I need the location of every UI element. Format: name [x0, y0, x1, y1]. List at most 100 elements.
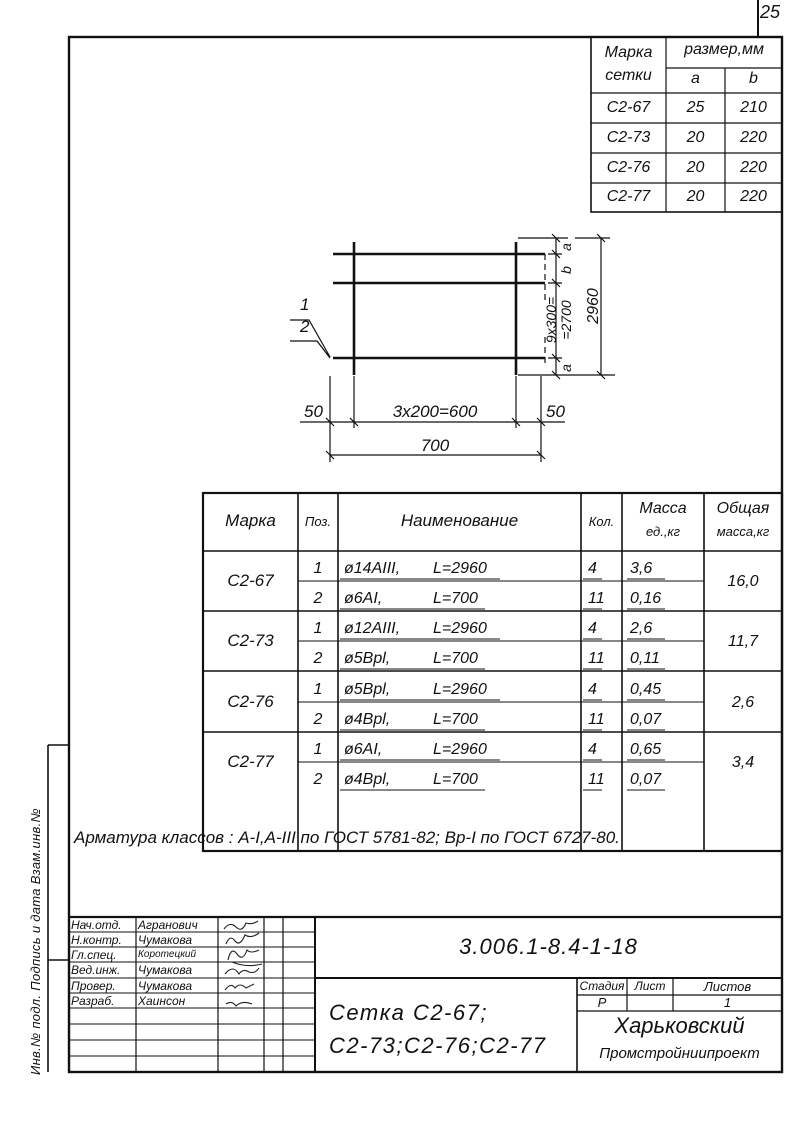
leader-lines — [290, 319, 331, 359]
signature-name: Коротецкий — [138, 949, 197, 960]
size-row-mark: С2-67 — [606, 99, 651, 116]
spec-row-length: L=700 — [433, 711, 478, 728]
spec-row-length: L=2960 — [433, 560, 487, 577]
size-row-b: 220 — [740, 159, 767, 176]
spec-row-qty: 11 — [588, 650, 605, 667]
signature-role: Разраб. — [71, 994, 115, 1008]
spec-header-mass: Масса — [639, 500, 687, 517]
spec-table-lines — [201, 491, 784, 853]
spec-row-name: ø6AI, — [344, 741, 383, 758]
spec-row-name: ø4Bpl, — [344, 771, 391, 788]
spec-row-length: L=700 — [433, 650, 478, 667]
spec-header-mass-unit: ед.,кг — [645, 524, 681, 539]
spec-row-mass: 0,07 — [630, 711, 662, 728]
size-table-header-mark2: сетки — [605, 67, 652, 84]
spec-row-mass: 0,11 — [630, 650, 660, 667]
spec-row-name: ø14AIII, — [344, 560, 401, 577]
organization-name: Харьковский — [614, 1013, 745, 1038]
signature-role: Провер. — [71, 979, 116, 993]
signature-role: Вед.инж. — [71, 963, 121, 977]
signature-name: Хаинсон — [138, 994, 186, 1008]
bar-horizontal — [333, 252, 545, 360]
spec-row-qty: 11 — [588, 711, 605, 728]
spec-header-total: Общая — [716, 500, 770, 517]
spec-group-total: 16,0 — [727, 573, 759, 590]
stage-value: Р — [597, 995, 607, 1010]
size-row-a: 20 — [686, 188, 705, 205]
spec-row-mass: 0,16 — [630, 590, 662, 607]
spec-group-mark: С2-67 — [227, 571, 274, 590]
spec-row-pos: 1 — [313, 741, 323, 758]
spec-row-pos: 2 — [313, 590, 323, 607]
size-table-header-b: b — [749, 70, 758, 87]
signature-name: Чумакова — [138, 979, 192, 993]
organization-name-line-2: Промстройниипроект — [599, 1045, 760, 1062]
spec-row-qty: 4 — [588, 741, 597, 758]
spec-header-total-unit: масса,кг — [716, 524, 770, 539]
spec-header-name: Наименование — [400, 511, 519, 530]
document-code: 3.006.1-8.4-1-18 — [459, 934, 638, 959]
size-row-mark: С2-77 — [606, 188, 651, 205]
reinforcement-note: Арматура классов : A-I,A-III по ГОСТ 578… — [74, 828, 620, 847]
spec-group-total: 11,7 — [728, 633, 758, 650]
spec-row-qty: 4 — [588, 560, 597, 577]
size-row-b: 210 — [740, 99, 767, 116]
spec-row-length: L=2960 — [433, 741, 487, 758]
spec-header-qty: Кол. — [588, 514, 615, 529]
spec-row-length: L=700 — [433, 771, 478, 788]
signature-name: Агранович — [138, 918, 198, 932]
signature-scribbles — [223, 920, 263, 1007]
spec-row-length: L=2960 — [433, 620, 487, 637]
spec-row-mass: 0,07 — [630, 771, 662, 788]
sheets-value: 1 — [723, 995, 732, 1010]
spec-row-qty: 4 — [588, 620, 597, 637]
sheets-label: Листов — [703, 979, 752, 994]
size-row-mark: С2-76 — [606, 159, 651, 176]
spec-row-qty: 4 — [588, 681, 597, 698]
spec-row-name: ø5Bpl, — [344, 650, 391, 667]
spec-group-mark: С2-77 — [227, 752, 274, 771]
size-row-b: 220 — [740, 188, 767, 205]
bar-vertical — [352, 242, 518, 375]
spec-row-mass: 2,6 — [630, 620, 653, 637]
signature-role: Гл.спец. — [71, 948, 117, 962]
spec-row-name: ø6AI, — [344, 590, 383, 607]
spec-row-name: ø12AIII, — [344, 620, 401, 637]
size-row-a: 20 — [686, 159, 705, 176]
size-row-a: 25 — [686, 99, 705, 116]
spec-row-name: ø5Bpl, — [344, 681, 391, 698]
spec-group-mark: С2-73 — [227, 631, 274, 650]
spec-row-mass: 0,65 — [630, 741, 662, 758]
spec-row-pos: 1 — [313, 681, 323, 698]
size-table-header-size: размер,мм — [684, 41, 764, 58]
spec-row-mass: 3,6 — [630, 560, 653, 577]
spec-row-qty: 11 — [588, 590, 605, 607]
document-title-line-1: Сетка С2-67; — [329, 1000, 488, 1025]
spec-group-mark: С2-76 — [227, 692, 274, 711]
side-stamp-frame — [47, 744, 69, 1072]
spec-row-pos: 2 — [313, 650, 323, 667]
size-table-header-mark: Марка — [604, 44, 653, 61]
signature-name: Чумакова — [138, 963, 192, 977]
stage-label: Стадия — [579, 979, 625, 993]
spec-row-pos: 2 — [313, 771, 323, 788]
spec-row-length: L=2960 — [433, 681, 487, 698]
title-block-lines — [69, 915, 782, 1072]
size-row-a: 20 — [686, 129, 705, 146]
spec-row-name: ø4Bpl, — [344, 711, 391, 728]
sheet-label: Лист — [634, 979, 666, 993]
size-row-mark: С2-73 — [606, 129, 651, 146]
spec-row-mass: 0,45 — [630, 681, 662, 698]
spec-row-pos: 2 — [313, 711, 323, 728]
spec-header-pos: Поз. — [304, 514, 332, 529]
spec-row-qty: 11 — [588, 771, 605, 788]
page-number: 25 — [760, 2, 781, 22]
signature-name: Чумакова — [138, 933, 192, 947]
signature-role: Нач.отд. — [71, 918, 122, 932]
mesh-drawing — [290, 233, 615, 462]
spec-group-total: 2,6 — [731, 694, 755, 711]
document-title-line-2: С2-73;С2-76;С2-77 — [329, 1033, 547, 1058]
spec-row-length: L=700 — [433, 590, 478, 607]
spec-row-pos: 1 — [313, 560, 323, 577]
